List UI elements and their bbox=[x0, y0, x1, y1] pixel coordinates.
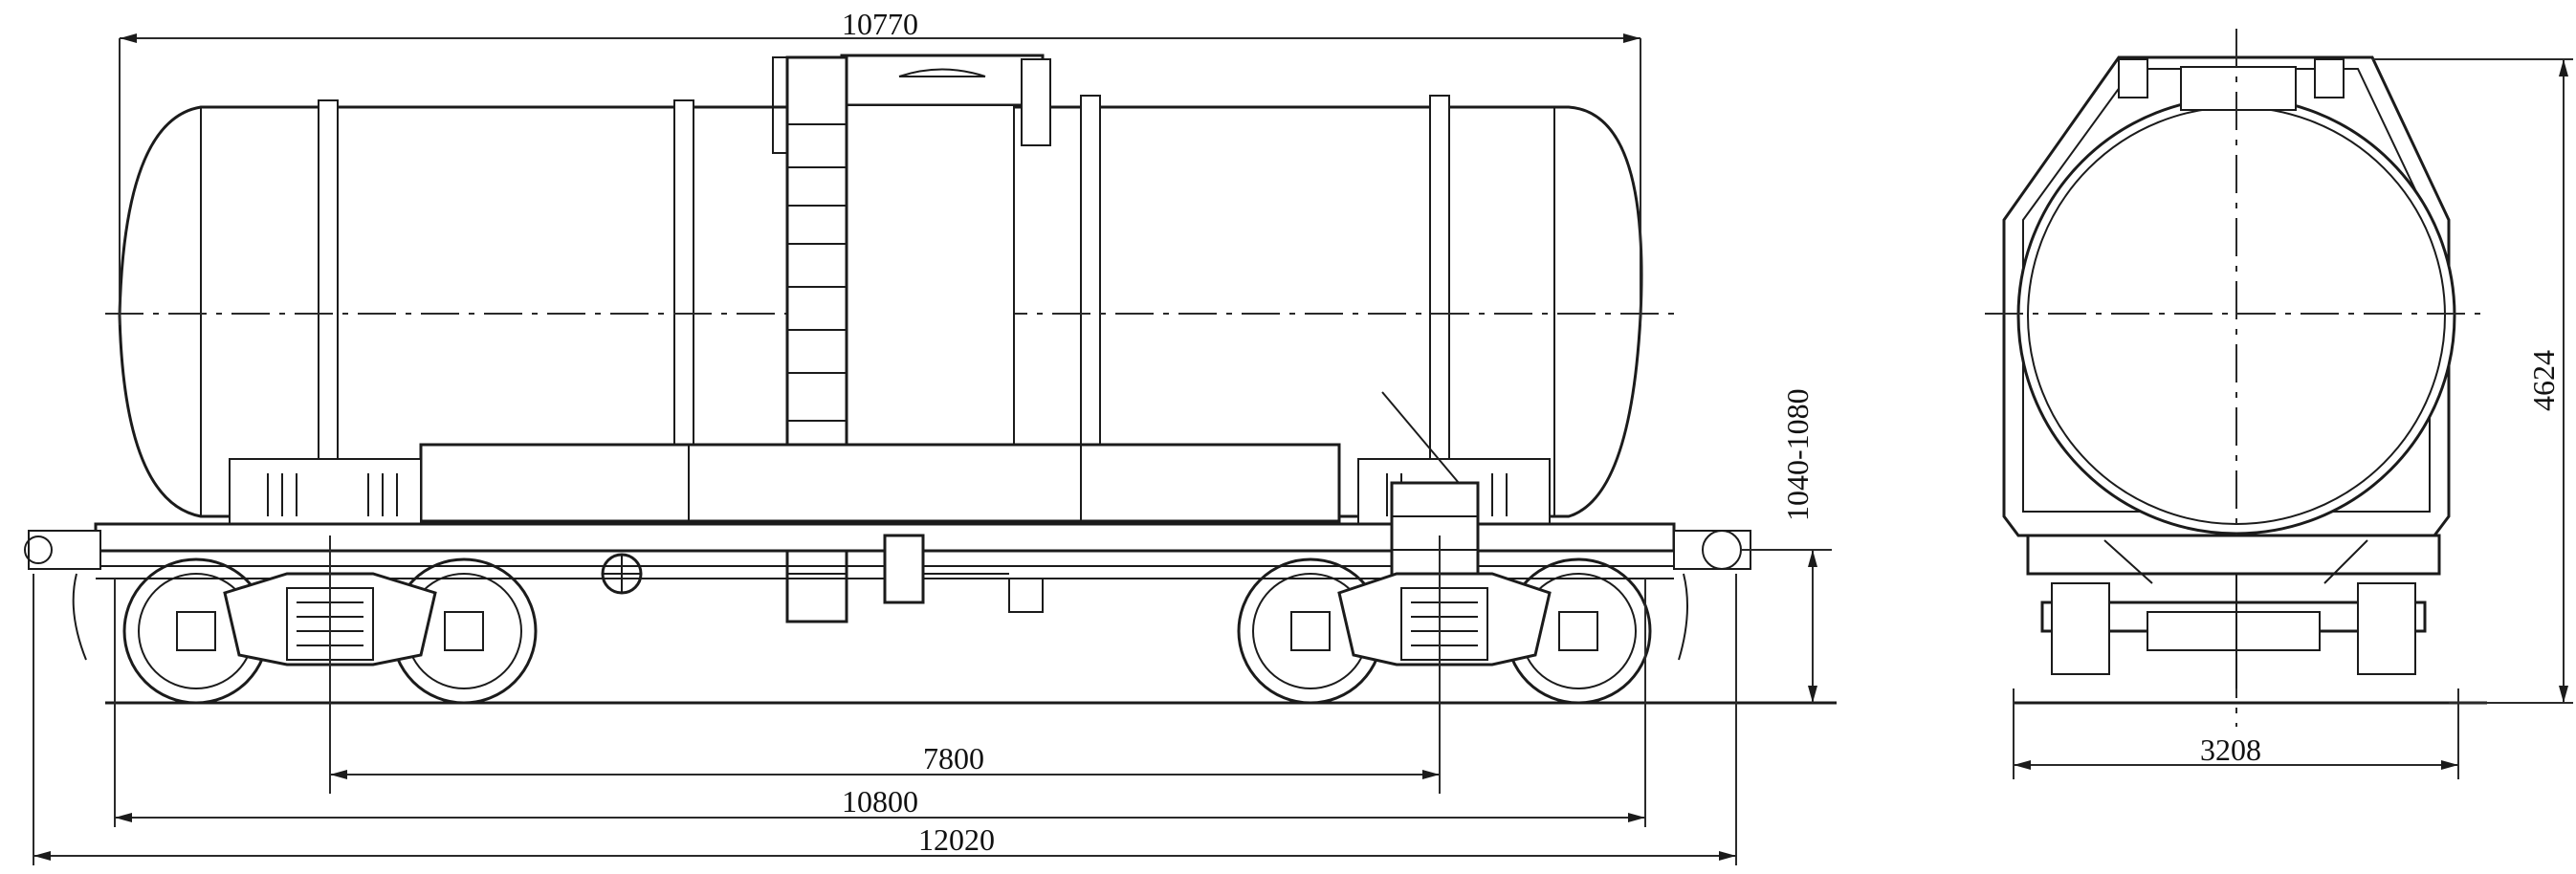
end-view-bogie bbox=[2026, 534, 2441, 688]
dim-bogie-centers-label: 7800 bbox=[923, 741, 984, 776]
end-view: 4624 3208 bbox=[1985, 29, 2573, 779]
dim-coupler-height-label: 1040-1080 bbox=[1780, 388, 1815, 521]
dim-length-over-couplers bbox=[33, 574, 1737, 865]
side-view: 10770 7800 10800 12020 bbox=[24, 7, 1837, 865]
dim-width bbox=[2013, 688, 2459, 779]
dim-length-over-couplers-label: 12020 bbox=[918, 822, 995, 857]
dim-frame-length bbox=[114, 579, 1646, 827]
dim-bogie-centers bbox=[329, 535, 1441, 794]
right-bogie bbox=[1237, 557, 1652, 705]
dim-tank-length bbox=[119, 33, 1641, 325]
dim-width-label: 3208 bbox=[2200, 732, 2261, 767]
hand-brake-wheel bbox=[601, 553, 643, 595]
dim-height-label: 4624 bbox=[2526, 350, 2561, 411]
tank-straps bbox=[318, 95, 1450, 522]
dim-frame-length-label: 10800 bbox=[842, 784, 918, 819]
brake-equipment bbox=[883, 534, 1044, 613]
tank-saddle bbox=[419, 443, 1341, 523]
dim-height bbox=[2372, 58, 2573, 704]
dim-coupler-height bbox=[1741, 549, 1832, 703]
dim-tank-length-label: 10770 bbox=[842, 7, 918, 41]
